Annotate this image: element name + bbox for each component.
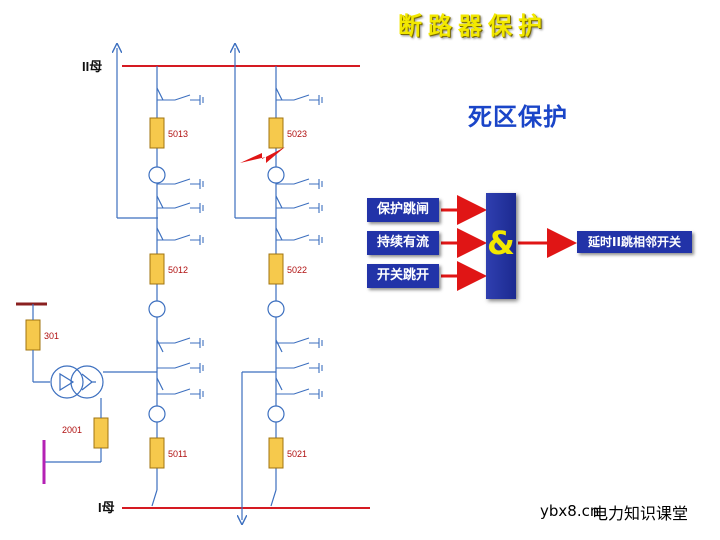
fault-lightning [240, 147, 285, 163]
watermark-site: ybx8.cn [540, 502, 600, 520]
logic-input-breaker-open: 开关跳开 [367, 264, 439, 288]
logic-arrows [441, 195, 577, 291]
logic-input-protection-trip: 保护跳闸 [367, 198, 439, 222]
breaker-label-5022: 5022 [287, 265, 307, 275]
and-gate: & [486, 193, 516, 299]
upper-feeder-arrows [117, 48, 276, 219]
watermark-channel: 电力知识课堂 [592, 504, 689, 523]
bus-i-label: I母 [98, 500, 115, 515]
breaker-label-5012: 5012 [168, 265, 188, 275]
grounding-switches [157, 94, 323, 399]
section-subtitle: 死区保护 [468, 103, 568, 131]
breaker-label-2001: 2001 [62, 425, 82, 435]
current-transformers [148, 166, 285, 423]
bus-ii-label: II母 [82, 59, 102, 74]
disconnects [156, 87, 283, 391]
breaker-label-301: 301 [44, 331, 59, 341]
breaker-blocks [25, 117, 284, 469]
logic-input-sustained-current: 持续有流 [367, 231, 439, 255]
breaker-label-5011: 5011 [168, 449, 187, 459]
page-title: 断路器保护 [398, 12, 548, 40]
lower-feeder-arrow [242, 371, 276, 520]
breaker-label-5013: 5013 [168, 129, 188, 139]
transformer-branch [16, 302, 157, 463]
breaker-label-5021: 5021 [287, 449, 307, 459]
breaker-label-5023: 5023 [287, 129, 307, 139]
logic-output: 延时II跳相邻开关 [577, 231, 692, 253]
